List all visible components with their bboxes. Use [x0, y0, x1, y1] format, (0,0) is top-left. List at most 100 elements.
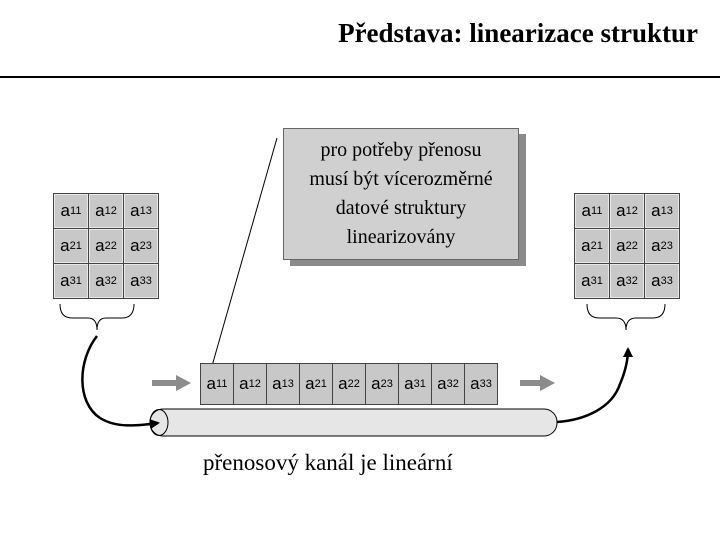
cell-subscript: 32 — [446, 378, 459, 390]
cell-subscript: 32 — [625, 275, 638, 287]
cell-base: a — [371, 374, 381, 393]
source-to-channel-arrow — [81, 335, 160, 430]
cell-base: a — [60, 236, 70, 255]
cell-subscript: 31 — [69, 275, 82, 287]
cell-subscript: 31 — [413, 378, 426, 390]
cell-base: a — [95, 201, 105, 220]
cell-subscript: 21 — [69, 240, 82, 252]
cell-base: a — [305, 374, 315, 393]
cell-base: a — [60, 201, 71, 220]
cell-base: a — [651, 271, 661, 290]
cell-base: a — [130, 236, 140, 255]
cell-base: a — [651, 236, 661, 255]
cell-subscript: 33 — [479, 378, 492, 390]
cell-base: a — [616, 236, 626, 255]
cell-subscript: 13 — [660, 205, 673, 217]
cell-base: a — [581, 271, 591, 290]
cell-subscript: 13 — [139, 205, 152, 217]
cell-base: a — [95, 271, 105, 290]
cell-subscript: 23 — [660, 240, 673, 252]
cell-subscript: 11 — [216, 378, 228, 390]
slide-title: Představa: linearizace struktur — [338, 18, 698, 48]
callout-pointer-line — [211, 137, 278, 367]
cell-base: a — [581, 236, 591, 255]
channel-pipe — [149, 408, 558, 437]
cell-base: a — [338, 374, 348, 393]
cell-subscript: 11 — [591, 205, 603, 217]
cell-base: a — [239, 374, 249, 393]
cell-subscript: 33 — [660, 275, 673, 287]
cell-subscript: 21 — [590, 240, 603, 252]
source-brace — [59, 303, 135, 331]
cell-base: a — [95, 236, 105, 255]
callout-line: datové struktury — [335, 197, 467, 219]
cell-subscript: 23 — [380, 378, 393, 390]
cell-base: a — [206, 374, 217, 393]
cell-subscript: 23 — [139, 240, 152, 252]
output-direction-arrow — [520, 375, 555, 391]
cell-base: a — [130, 271, 140, 290]
cell-base: a — [581, 201, 592, 220]
cell-subscript: 22 — [625, 240, 638, 252]
callout-box: pro potřeby přenosu musí být vícerozměrn… — [283, 128, 519, 260]
cell-base: a — [60, 271, 70, 290]
cell-subscript: 12 — [625, 205, 638, 217]
cell-base: a — [616, 201, 626, 220]
title-divider — [0, 76, 720, 78]
cell-subscript: 12 — [248, 378, 261, 390]
cell-subscript: 33 — [139, 275, 152, 287]
input-direction-arrow — [152, 375, 191, 391]
channel-label: přenosový kanál je lineární — [203, 450, 453, 475]
cell-subscript: 22 — [104, 240, 117, 252]
channel-to-target-arrow — [556, 347, 633, 424]
callout-text: pro potřeby přenosu musí být vícerozměrn… — [309, 136, 492, 252]
cell-base: a — [616, 271, 626, 290]
cell-subscript: 32 — [104, 275, 117, 287]
cell-base: a — [404, 374, 414, 393]
callout-line: linearizovány — [346, 226, 456, 248]
cell-subscript: 13 — [281, 378, 294, 390]
target-brace — [586, 303, 666, 331]
cell-base: a — [272, 374, 282, 393]
cell-subscript: 11 — [70, 205, 82, 217]
cell-subscript: 12 — [104, 205, 117, 217]
cell-subscript: 21 — [314, 378, 327, 390]
cell-base: a — [651, 201, 661, 220]
cell-base: a — [437, 374, 447, 393]
cell-subscript: 31 — [590, 275, 603, 287]
callout-line: musí být vícerozměrné — [309, 168, 493, 190]
cell-base: a — [130, 201, 140, 220]
cell-base: a — [470, 374, 480, 393]
callout-line: pro potřeby přenosu — [320, 139, 482, 161]
